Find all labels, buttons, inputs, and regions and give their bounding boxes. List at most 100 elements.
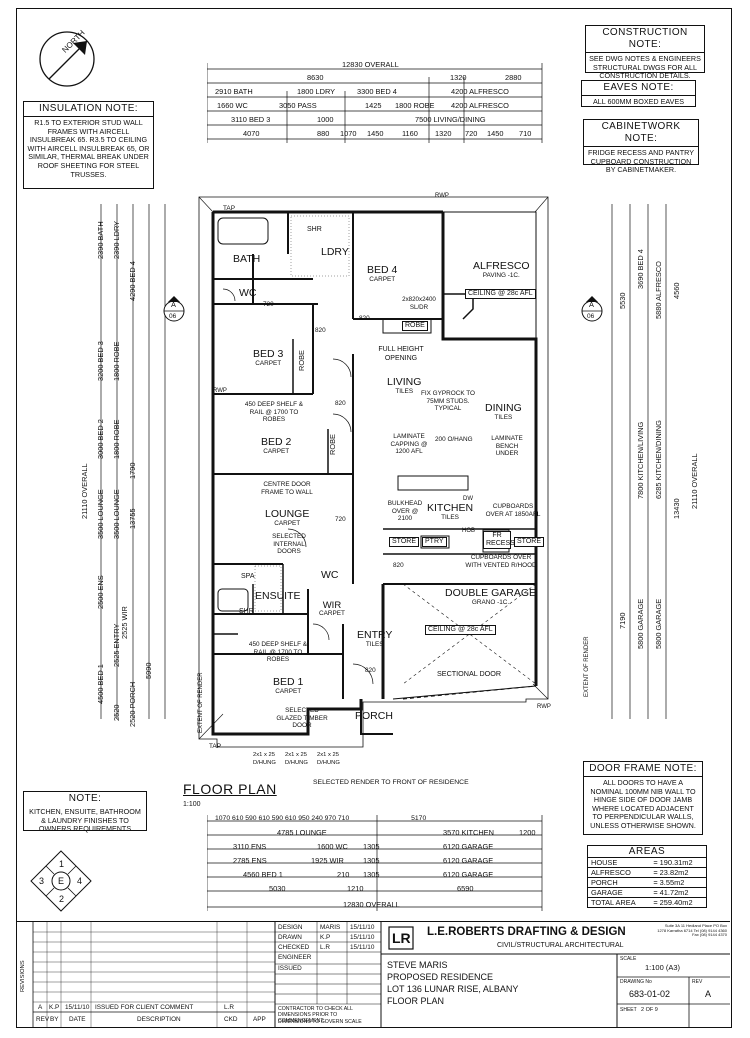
- room-ensuite: ENSUITE: [255, 590, 301, 602]
- drawing-sheet: NORTH CONSTRUCTION NOTE: SEE DWG NOTES &…: [16, 8, 732, 1028]
- section-marker-left-icon: [163, 296, 185, 322]
- room-alfresco: ALFRESCO PAVING -1c.: [473, 261, 530, 280]
- door-720-lounge: 720: [335, 516, 346, 523]
- eaves-note: EAVES NOTE: ALL 600mm BOXED EAVES: [581, 80, 696, 107]
- internal-doors-note: SELECTED INTERNAL DOORS: [272, 533, 306, 555]
- top-dim-alfresco: 4200 ALFRESCO: [451, 87, 509, 96]
- room-bed1-name: BED 1: [273, 676, 304, 688]
- left-dim-bed1: 4500 BED 1: [96, 664, 105, 704]
- bottom-dim-610a: 610: [232, 815, 244, 822]
- top-dim-8630: 8630: [307, 73, 324, 82]
- room-lounge: LOUNGE CARPET: [265, 509, 309, 528]
- sign-design-date: 15/11/10: [350, 924, 375, 931]
- project-name: PROPOSED RESIDENCE: [387, 972, 494, 982]
- north-arrow-icon: [39, 31, 95, 87]
- compass-w: 3: [39, 876, 45, 886]
- cabinetwork-note: CABINETWORK NOTE: FRIDGE RECESS AND PANT…: [583, 119, 699, 174]
- garage-ceiling: CEILING @ 28c AFL: [425, 625, 496, 635]
- section-marker-right-letter: A: [589, 300, 594, 309]
- render-note: SELECTED RENDER TO FRONT OF RESIDENCE: [313, 779, 469, 786]
- bench-note: LAMINATE BENCH UNDER: [491, 435, 523, 457]
- eaves-note-text: ALL 600mm BOXED EAVES: [592, 97, 685, 106]
- left-dim-13755: 13755: [128, 508, 137, 529]
- sign-engineer-role: ENGINEER: [278, 954, 312, 961]
- bottom-dim-row1: 1070 610 590 610 590 610 950 240 970 710…: [215, 815, 426, 823]
- room-bed1-finish: CARPET: [275, 688, 302, 695]
- bottom-dim-5170: 5170: [411, 815, 427, 822]
- bottom-dim-5030: 5030: [269, 884, 286, 893]
- construction-note-text: SEE DWG NOTES & ENGINEERS STRUCTURAL DWG…: [589, 54, 701, 81]
- right-dimension-lines: [611, 204, 667, 719]
- glazed-door-note: SELECTED GLAZED TIMBER DOOR: [276, 707, 328, 729]
- left-dim-wir: 2525 WIR: [120, 606, 129, 639]
- right-dim-kitchen-living: 7800 KITCHEN/LIVING: [636, 421, 645, 499]
- door-frame-centre-note: CENTRE DOOR FRAME TO WALL: [261, 481, 313, 496]
- bottom-dim-ens2: 2785 ENS: [233, 856, 267, 865]
- room-entry: ENTRY TILES: [357, 630, 392, 649]
- right-dim-overall: 21110 OVERALL: [690, 453, 699, 509]
- bottom-dim-wc: 1600 WC: [317, 842, 348, 851]
- area-value: = 190.31m2: [650, 858, 706, 868]
- extent-render-right: EXTENT OF RENDER: [584, 636, 590, 697]
- drawing-no-label: DRAWING No: [620, 979, 652, 985]
- bottom-dim-lounge: 4785 LOUNGE: [277, 828, 327, 837]
- sign-issued-role: ISSUED: [278, 965, 302, 972]
- room-dining-finish: TILES: [494, 414, 513, 421]
- bottom-dim-1200: 1200: [519, 828, 536, 837]
- door-frame-note: DOOR FRAME NOTE: ALL DOORS TO HAVE A NOM…: [583, 761, 703, 835]
- room-bed4: BED 4 CARPET: [367, 265, 397, 284]
- finishes-note: NOTE: KITCHEN, ENSUITE, BATHROOM & LAUND…: [23, 791, 147, 833]
- rev-value: A: [705, 989, 712, 999]
- left-dim-bed3: 3200 BED 3: [96, 341, 105, 381]
- door-820-kitchen: 820: [393, 562, 404, 569]
- area-label: TOTAL AREA: [591, 898, 636, 907]
- bottom-dim-garage1: 6120 GARAGE: [443, 842, 494, 851]
- store-box-left: STORE: [389, 537, 419, 547]
- scale-label: SCALE: [620, 956, 637, 962]
- left-dim-1790: 1790: [128, 462, 137, 479]
- top-dim-1450a: 1450: [367, 129, 384, 138]
- room-shr-ensuite: SHR: [239, 608, 254, 615]
- section-marker-right-icon: [581, 296, 603, 322]
- bottom-dim-1305a: 1305: [363, 842, 380, 851]
- table-row: HOUSE= 190.31m2: [588, 858, 706, 868]
- room-lounge-name: LOUNGE: [265, 508, 310, 520]
- bottom-dim-1305b: 1305: [363, 856, 380, 865]
- top-dim-bed4: 3300 BED 4: [357, 87, 397, 96]
- window-dhung-2: 2x1 x 25 D/HUNG: [285, 752, 308, 766]
- section-marker-right-sheet: 06: [587, 313, 595, 320]
- door-820-bed4: 820: [359, 315, 370, 322]
- bottom-dim-210: 210: [337, 870, 350, 879]
- tap-label-2: TAP: [209, 743, 221, 750]
- table-row: PORCH= 3.55m2: [588, 877, 706, 888]
- bottom-dim-1210: 1210: [347, 884, 364, 893]
- room-bed2: BED 2 CARPET: [261, 437, 291, 456]
- area-value: = 259.40m2: [653, 898, 693, 907]
- top-overall-dim: 12830 OVERALL: [342, 60, 399, 69]
- room-kitchen-name: KITCHEN: [427, 502, 474, 514]
- capping-note: LAMINATE CAPPING @ 1200 AFL: [390, 433, 428, 455]
- top-dim-alfresco-2: 4200 ALFRESCO: [451, 101, 509, 110]
- section-marker-left-letter: A: [171, 300, 176, 309]
- top-dim-bed3: 3110 BED 3: [231, 115, 271, 124]
- left-dim-ldry: 2390 LDRY: [112, 220, 121, 259]
- top-dim-2880: 2880: [505, 73, 522, 82]
- room-bed3-name: BED 3: [253, 348, 284, 360]
- area-label: PORCH: [588, 877, 651, 888]
- top-dim-robe: 1800 ROBE: [395, 101, 435, 110]
- room-alfresco-finish: PAVING -1c.: [482, 272, 520, 279]
- bottom-dim-1305c: 1305: [363, 870, 380, 879]
- sign-design-name: MARIS: [320, 924, 341, 931]
- top-dim-880: 880: [317, 129, 330, 138]
- room-garage: DOUBLE GARAGE GRANO -1c.: [445, 588, 536, 607]
- left-dim-bed2: 3000 BED 2: [96, 419, 105, 459]
- table-row: ALFRESCO= 23.82m2: [588, 867, 706, 878]
- area-value: = 41.72m2: [650, 887, 706, 898]
- room-wc: WC: [239, 287, 257, 299]
- room-dining: DINING TILES: [485, 403, 522, 422]
- left-dim-5990: 5990: [144, 662, 153, 679]
- top-dim-710: 710: [519, 129, 532, 138]
- bottom-overall-dim: 12830 OVERALL: [343, 900, 400, 909]
- sign-drawn-name: K.P: [320, 934, 331, 941]
- full-height-opening: FULL HEIGHT OPENING: [378, 346, 424, 362]
